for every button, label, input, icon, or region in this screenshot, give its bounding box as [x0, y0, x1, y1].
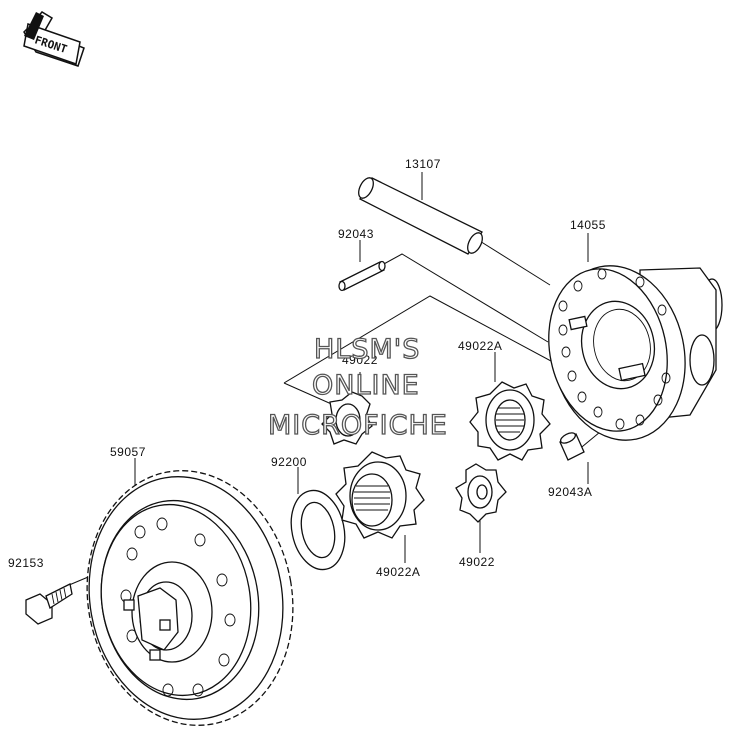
- watermark-line-1: HLSM'S: [314, 334, 420, 365]
- ring-gear-59057: [86, 470, 294, 726]
- washer-92200: [290, 489, 346, 571]
- label-49022A-upper: 49022A: [458, 339, 502, 353]
- pinion-gear-49022-upper: [321, 391, 373, 445]
- label-92200: 92200: [271, 455, 307, 469]
- side-gear-49022A-upper: [469, 381, 551, 461]
- pinion-gear-49022-lower: [455, 463, 507, 523]
- differential-case-14055: [548, 265, 723, 441]
- label-49022A-lower: 49022A: [376, 565, 420, 579]
- label-59057: 59057: [110, 445, 146, 459]
- bolt-92153: [25, 583, 73, 625]
- label-14055: 14055: [570, 218, 606, 232]
- side-gear-49022A-lower: [335, 451, 425, 539]
- label-92153: 92153: [8, 556, 44, 570]
- label-92043: 92043: [338, 227, 374, 241]
- label-13107: 13107: [405, 157, 441, 171]
- label-49022-upper: 49022: [342, 353, 378, 367]
- watermark-line-2: ONLINE: [312, 370, 420, 401]
- part-labels: 13107 14055 92043 49022 49022A 92043A 59…: [8, 157, 606, 579]
- watermark: HLSM'S ONLINE MICROFICHE: [267, 333, 448, 441]
- pin-92043A: [559, 432, 585, 461]
- shaft-13107: [358, 177, 483, 255]
- pin-92043: [338, 260, 386, 292]
- watermark-line-3: MICROFICHE: [268, 410, 448, 441]
- label-92043A: 92043A: [548, 485, 592, 499]
- label-49022-lower: 49022: [459, 555, 495, 569]
- front-arrow-badge: FRONT: [23, 11, 85, 67]
